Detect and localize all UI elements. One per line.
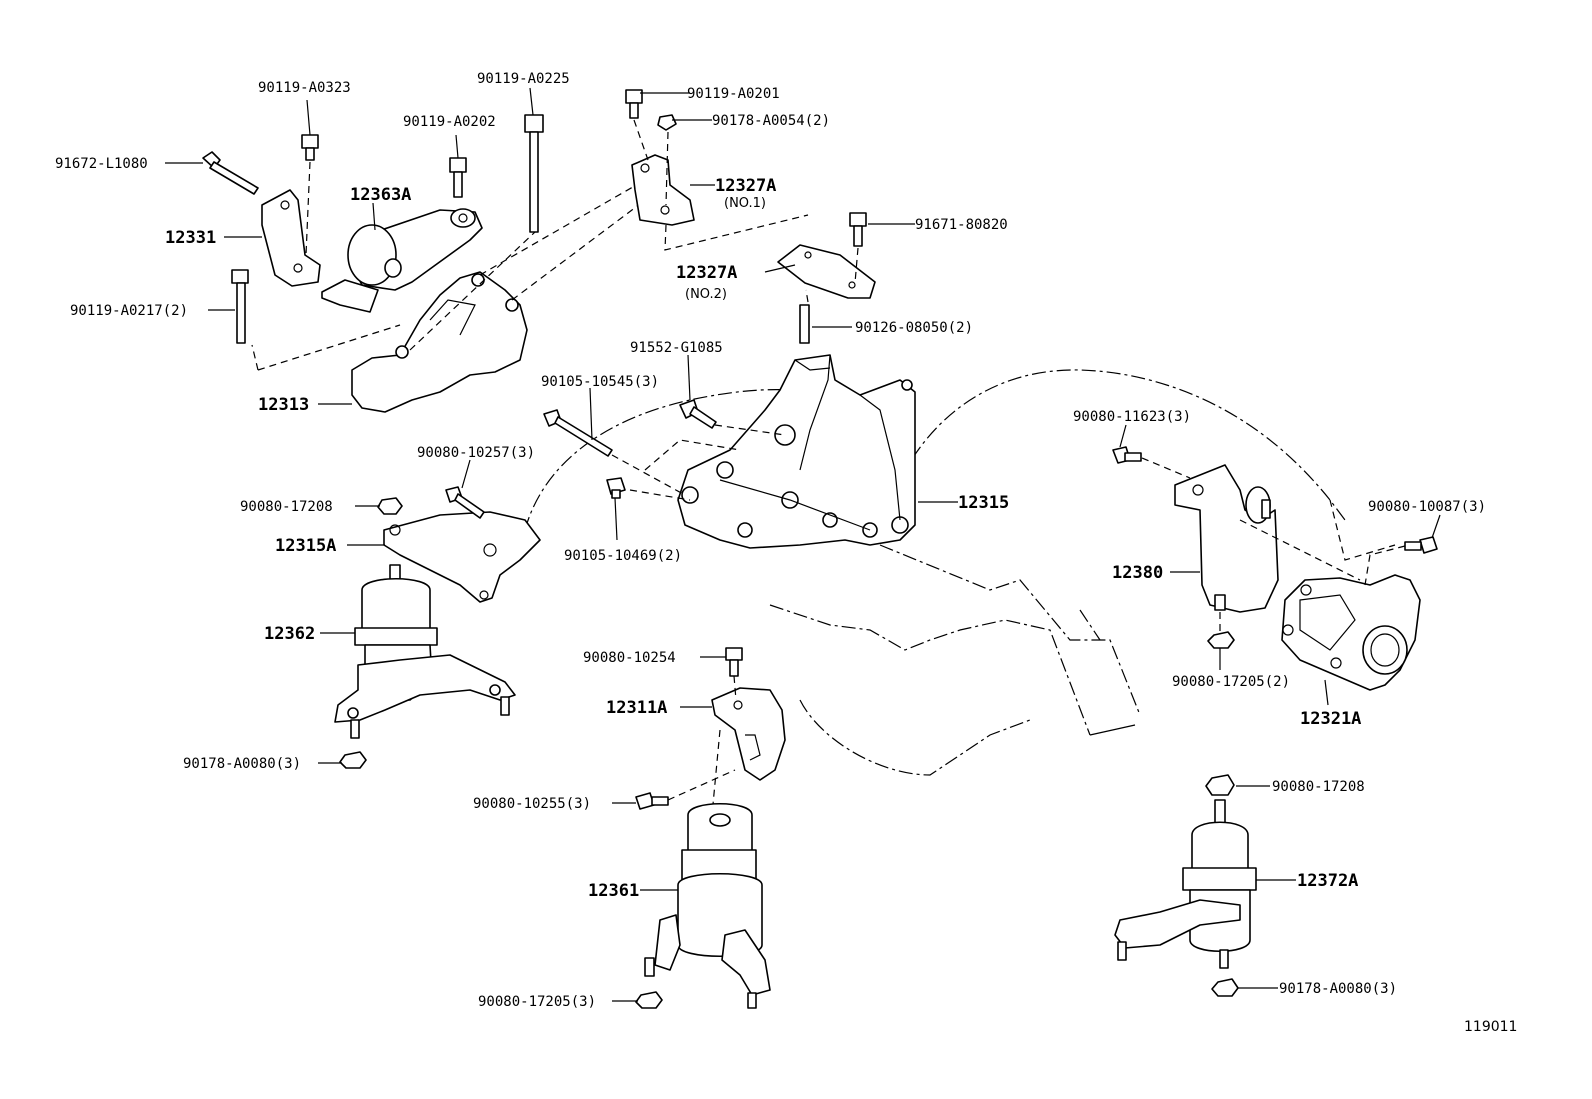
label-90080-10257: 90080-10257(3) bbox=[417, 445, 535, 461]
label-12315: 12315 bbox=[958, 493, 1009, 513]
nut-90080-17208-upper bbox=[377, 497, 403, 515]
bracket-12315 bbox=[677, 354, 916, 549]
label-12363A: 12363A bbox=[350, 185, 411, 205]
label-12331: 12331 bbox=[165, 228, 216, 248]
bolt-90080-10087 bbox=[1404, 536, 1438, 554]
label-90178-A0054: 90178-A0054(2) bbox=[712, 113, 830, 129]
label-91672-L1080: 91672-L1080 bbox=[55, 156, 148, 172]
torque-rod-12363A bbox=[321, 208, 483, 313]
engine-mount-12362 bbox=[334, 564, 516, 739]
label-90119-A0202: 90119-A0202 bbox=[403, 114, 496, 130]
label-90105-10469: 90105-10469(2) bbox=[564, 548, 682, 564]
mount-12372A bbox=[1114, 774, 1257, 969]
label-12327A-no1-sub: (NO.1) bbox=[724, 196, 766, 211]
diagram-reference-number: 119011 bbox=[1464, 1019, 1517, 1035]
label-12327A-no1: 12327A bbox=[715, 176, 776, 196]
bracket-12311A bbox=[711, 687, 786, 781]
label-90119-A0201: 90119-A0201 bbox=[687, 86, 780, 102]
nut-90178-A0080-right bbox=[1211, 978, 1239, 997]
bolt-90119-A0217 bbox=[231, 269, 249, 344]
label-12361: 12361 bbox=[588, 881, 639, 901]
bolt-91671-80820 bbox=[849, 212, 867, 247]
label-90080-11623: 90080-11623(3) bbox=[1073, 409, 1191, 425]
label-12315A: 12315A bbox=[275, 536, 336, 556]
label-12321A: 12321A bbox=[1300, 709, 1361, 729]
bolt-91672-L1080 bbox=[202, 151, 259, 195]
stud-90126-08050 bbox=[799, 304, 810, 344]
label-90105-10545: 90105-10545(3) bbox=[541, 374, 659, 390]
bolt-90119-A0225 bbox=[524, 114, 544, 233]
bracket-12327A-no2 bbox=[777, 244, 876, 299]
label-90119-A0323: 90119-A0323 bbox=[258, 80, 351, 96]
nut-90178-A0054 bbox=[657, 114, 677, 131]
label-12327A-no2: 12327A bbox=[676, 263, 737, 283]
bracket-12327A-no1 bbox=[631, 154, 695, 226]
bracket-12321A bbox=[1281, 574, 1421, 691]
bolt-90080-11623 bbox=[1112, 446, 1142, 464]
label-90080-10087: 90080-10087(3) bbox=[1368, 499, 1486, 515]
label-12327A-no2-sub: (NO.2) bbox=[685, 287, 727, 302]
nut-90080-17205-right bbox=[1207, 631, 1235, 649]
label-90080-10255: 90080-10255(3) bbox=[473, 796, 591, 812]
bolt-90105-10469 bbox=[606, 477, 626, 499]
bolt-90119-A0201 bbox=[625, 89, 643, 119]
leader-lines bbox=[165, 87, 1441, 1002]
label-12362: 12362 bbox=[264, 624, 315, 644]
label-12380: 12380 bbox=[1112, 563, 1163, 583]
nut-90080-17205-bottom bbox=[635, 991, 663, 1009]
label-12372A: 12372A bbox=[1297, 871, 1358, 891]
bolt-90080-10255 bbox=[635, 792, 669, 810]
bolt-91552-G1085 bbox=[679, 399, 717, 429]
label-90126-08050: 90126-08050(2) bbox=[855, 320, 973, 336]
mount-12380 bbox=[1174, 464, 1279, 613]
label-90080-17208-lower: 90080-17208 bbox=[1272, 779, 1365, 795]
bracket-12331 bbox=[261, 189, 321, 287]
label-12311A: 12311A bbox=[606, 698, 667, 718]
bracket-12315A bbox=[383, 511, 541, 603]
bolt-90080-10257 bbox=[445, 486, 485, 519]
label-90178-A0080-left: 90178-A0080(3) bbox=[183, 756, 301, 772]
label-90080-10254: 90080-10254 bbox=[583, 650, 676, 666]
bolt-90119-A0202 bbox=[449, 157, 467, 198]
bracket-12313 bbox=[351, 271, 528, 413]
label-90080-17205-right: 90080-17205(2) bbox=[1172, 674, 1290, 690]
label-90119-A0217: 90119-A0217(2) bbox=[70, 303, 188, 319]
bolt-90080-10254 bbox=[725, 647, 743, 677]
mount-12361 bbox=[644, 802, 771, 1009]
label-90119-A0225: 90119-A0225 bbox=[477, 71, 570, 87]
label-90080-17205-bottom: 90080-17205(3) bbox=[478, 994, 596, 1010]
label-91671-80820: 91671-80820 bbox=[915, 217, 1008, 233]
label-90080-17208-upper: 90080-17208 bbox=[240, 499, 333, 515]
part-labels: 90119-A0323 90119-A0225 90119-A0201 9017… bbox=[55, 71, 1517, 1035]
bolt-90105-10545 bbox=[543, 409, 613, 457]
label-12313: 12313 bbox=[258, 395, 309, 415]
label-90178-A0080-right: 90178-A0080(3) bbox=[1279, 981, 1397, 997]
nut-90178-A0080-left bbox=[339, 751, 367, 769]
bolt-90119-A0323 bbox=[301, 134, 319, 161]
label-91552-G1085: 91552-G1085 bbox=[630, 340, 723, 356]
